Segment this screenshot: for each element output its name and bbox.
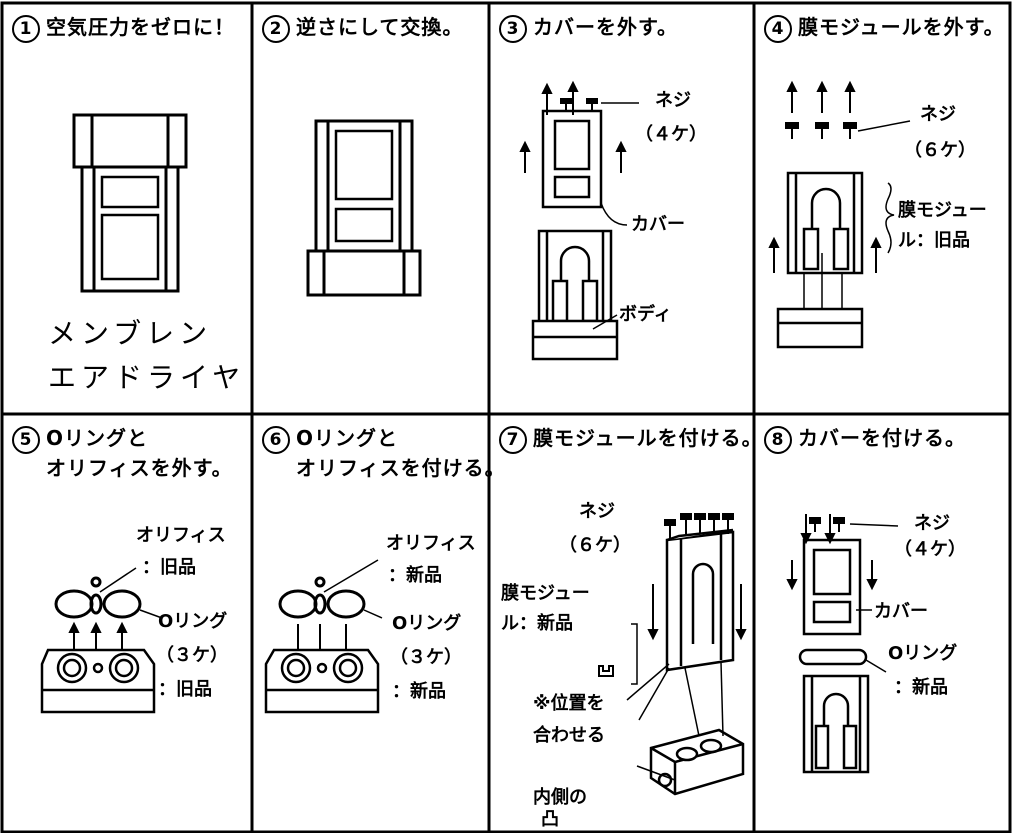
step-number: 7	[499, 425, 527, 454]
step-title: 膜モジュールを外す。	[798, 15, 1005, 39]
oring-label: Oリング	[392, 613, 462, 634]
cover-install-illustration	[786, 514, 899, 774]
module-label-line2: ル：旧品	[898, 230, 970, 251]
screw-count-label: （６ケ）	[904, 140, 976, 161]
screw-count-label: （４ケ）	[635, 124, 707, 145]
screw-label: ネジ	[579, 501, 615, 522]
oring-status-label: ：新品	[392, 681, 446, 702]
module-label-line2: ル：新品	[501, 613, 573, 634]
oring-removal-illustration	[40, 567, 163, 714]
orifice-status-label: ：新品	[388, 565, 442, 586]
step-title: 空気圧力をゼロに！	[46, 15, 235, 39]
align-note-line2: 合わせる	[533, 725, 605, 746]
cover-removal-illustration	[519, 80, 639, 361]
cover-label: カバー	[874, 601, 928, 622]
step-number: 4	[764, 14, 792, 43]
product-name-line1: メンブレン	[48, 317, 213, 350]
align-note-line1: ※位置を	[533, 693, 605, 714]
step-title-line1: Oリングと	[296, 426, 399, 450]
oring-label: Oリング	[158, 611, 228, 632]
oring-install-illustration	[264, 559, 383, 714]
oring-count-label: （３ケ）	[390, 647, 462, 668]
screw-label: ネジ	[655, 90, 691, 111]
orifice-label: オリフィス	[136, 525, 226, 546]
module-label-line1: 膜モジュー	[898, 200, 987, 221]
oring-status-label: ：旧品	[158, 679, 212, 700]
step-number: 8	[764, 425, 792, 454]
inverted-dryer-illustration	[306, 119, 422, 297]
step-title: 逆さにして交換。	[296, 15, 464, 39]
dryer-illustration	[72, 113, 188, 293]
oring-status-label: ：新品	[894, 677, 948, 698]
module-install-illustration	[598, 513, 747, 796]
body-label: ボディ	[619, 304, 672, 325]
step-number: 3	[499, 14, 527, 43]
step-title-line2: オリフィスを付ける。	[296, 455, 506, 480]
screw-label: ネジ	[920, 104, 956, 125]
step-number: 2	[262, 14, 290, 43]
orifice-status-label: ：旧品	[142, 557, 196, 578]
module-label-line1: 膜モジュー	[501, 583, 590, 604]
cover-label: カバー	[631, 214, 685, 235]
step-title-line1: Oリングと	[46, 426, 149, 450]
screw-count-label: （６ケ）	[559, 535, 631, 556]
step-number: 6	[262, 425, 290, 454]
step-title: カバーを外す。	[533, 15, 678, 39]
step-title-line2: オリフィスを外す。	[46, 455, 233, 480]
step-number: 5	[12, 425, 40, 454]
orifice-label: オリフィス	[386, 533, 476, 554]
step-title: カバーを付ける。	[798, 426, 966, 450]
screw-count-label: （４ケ）	[894, 539, 966, 560]
screw-label: ネジ	[914, 513, 950, 534]
inner-mark-symbol: 凸	[541, 809, 559, 830]
oring-count-label: （３ケ）	[156, 645, 228, 666]
inner-mark-label: 内側の	[533, 787, 587, 808]
module-removal-illustration	[768, 80, 911, 349]
step-title: 膜モジュールを付ける。	[533, 426, 763, 450]
oring-label: Oリング	[888, 643, 958, 664]
step-number: 1	[12, 14, 40, 43]
product-name-line2: エアドライヤ	[48, 361, 246, 394]
